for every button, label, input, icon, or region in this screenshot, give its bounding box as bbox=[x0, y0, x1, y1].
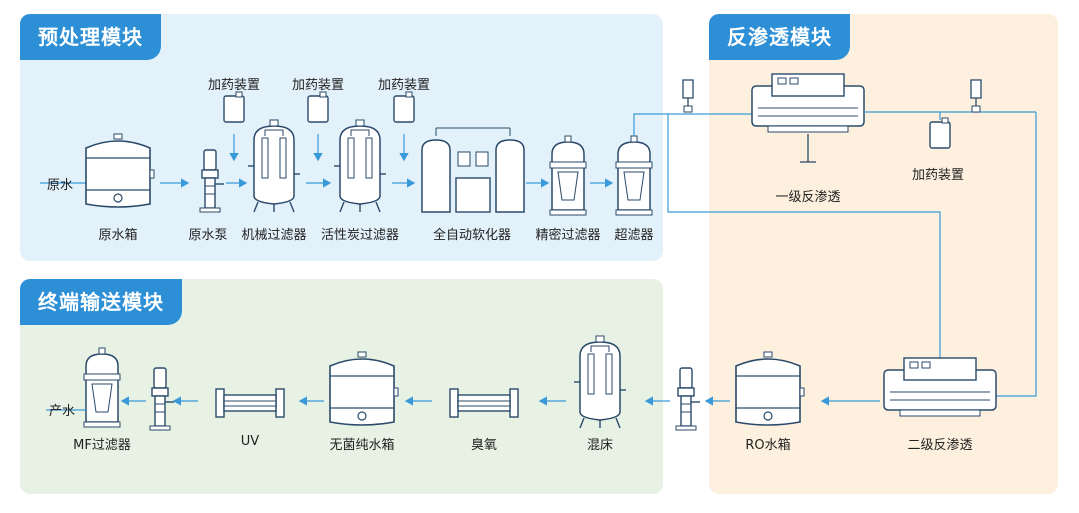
ro-title: 反渗透模块 bbox=[709, 14, 850, 60]
terminal-title: 终端输送模块 bbox=[20, 279, 182, 325]
uv-label: UV bbox=[240, 434, 260, 449]
raw-pump-label: 原水泵 bbox=[188, 228, 228, 243]
ro-tank-icon bbox=[735, 351, 805, 426]
mech-filter-icon bbox=[247, 119, 301, 213]
ro-stage1-label: 一级反渗透 bbox=[775, 190, 841, 205]
raw-tank-label: 原水箱 bbox=[98, 228, 138, 243]
ro2-feed-line bbox=[996, 112, 1037, 397]
sterile-tank-icon bbox=[329, 351, 399, 426]
raw-water-label: 原水 bbox=[46, 178, 74, 193]
ro-stage1-icon bbox=[751, 73, 865, 133]
mf-filter-label: MF过滤器 bbox=[73, 438, 131, 453]
raw-tank-icon bbox=[85, 133, 155, 208]
gauge-icon-1 bbox=[682, 79, 694, 113]
carbon-filter-icon bbox=[333, 119, 387, 213]
mixed-bed-icon bbox=[573, 335, 627, 429]
gauge-icon-2 bbox=[970, 79, 982, 113]
dosing-icon-2 bbox=[307, 91, 329, 123]
precision-filter-label: 精密过滤器 bbox=[535, 228, 601, 243]
dosing-icon-1 bbox=[223, 91, 245, 123]
dosing-icon-3 bbox=[393, 91, 415, 123]
pretreatment-title: 预处理模块 bbox=[20, 14, 161, 60]
ozone-label: 臭氧 bbox=[470, 438, 498, 453]
product-water-label: 产水 bbox=[48, 404, 76, 419]
ro-stage2-icon bbox=[883, 357, 997, 417]
ro-pump-icon bbox=[675, 367, 701, 431]
uf-to-ro-line bbox=[633, 113, 752, 136]
mf-filter-icon bbox=[83, 347, 121, 428]
mech-filter-label: 机械过滤器 bbox=[241, 228, 307, 243]
ultrafilter-label: 超滤器 bbox=[614, 228, 654, 243]
ro-stage2-label: 二级反渗透 bbox=[907, 438, 973, 453]
product-pump-icon bbox=[149, 367, 175, 431]
dosing-label-1: 加药装置 bbox=[207, 78, 261, 93]
dosing-label-2: 加药装置 bbox=[291, 78, 345, 93]
raw-pump-icon bbox=[199, 149, 225, 213]
ozone-icon bbox=[449, 388, 519, 418]
uv-icon bbox=[215, 388, 285, 418]
softener-label: 全自动软化器 bbox=[432, 228, 512, 243]
carbon-filter-label: 活性炭过滤器 bbox=[320, 228, 400, 243]
ro-tank-label: RO水箱 bbox=[745, 438, 791, 453]
dosing-label-3: 加药装置 bbox=[377, 78, 431, 93]
dosing-icon-ro bbox=[929, 117, 951, 149]
mixed-bed-label: 混床 bbox=[586, 438, 614, 453]
dosing-ro-label: 加药装置 bbox=[911, 168, 965, 183]
ro1-reject-line bbox=[667, 114, 941, 370]
softener-icon bbox=[421, 127, 525, 213]
precision-filter-icon bbox=[549, 135, 587, 216]
ultrafilter-icon bbox=[615, 135, 653, 216]
sterile-tank-label: 无菌纯水箱 bbox=[329, 438, 395, 453]
